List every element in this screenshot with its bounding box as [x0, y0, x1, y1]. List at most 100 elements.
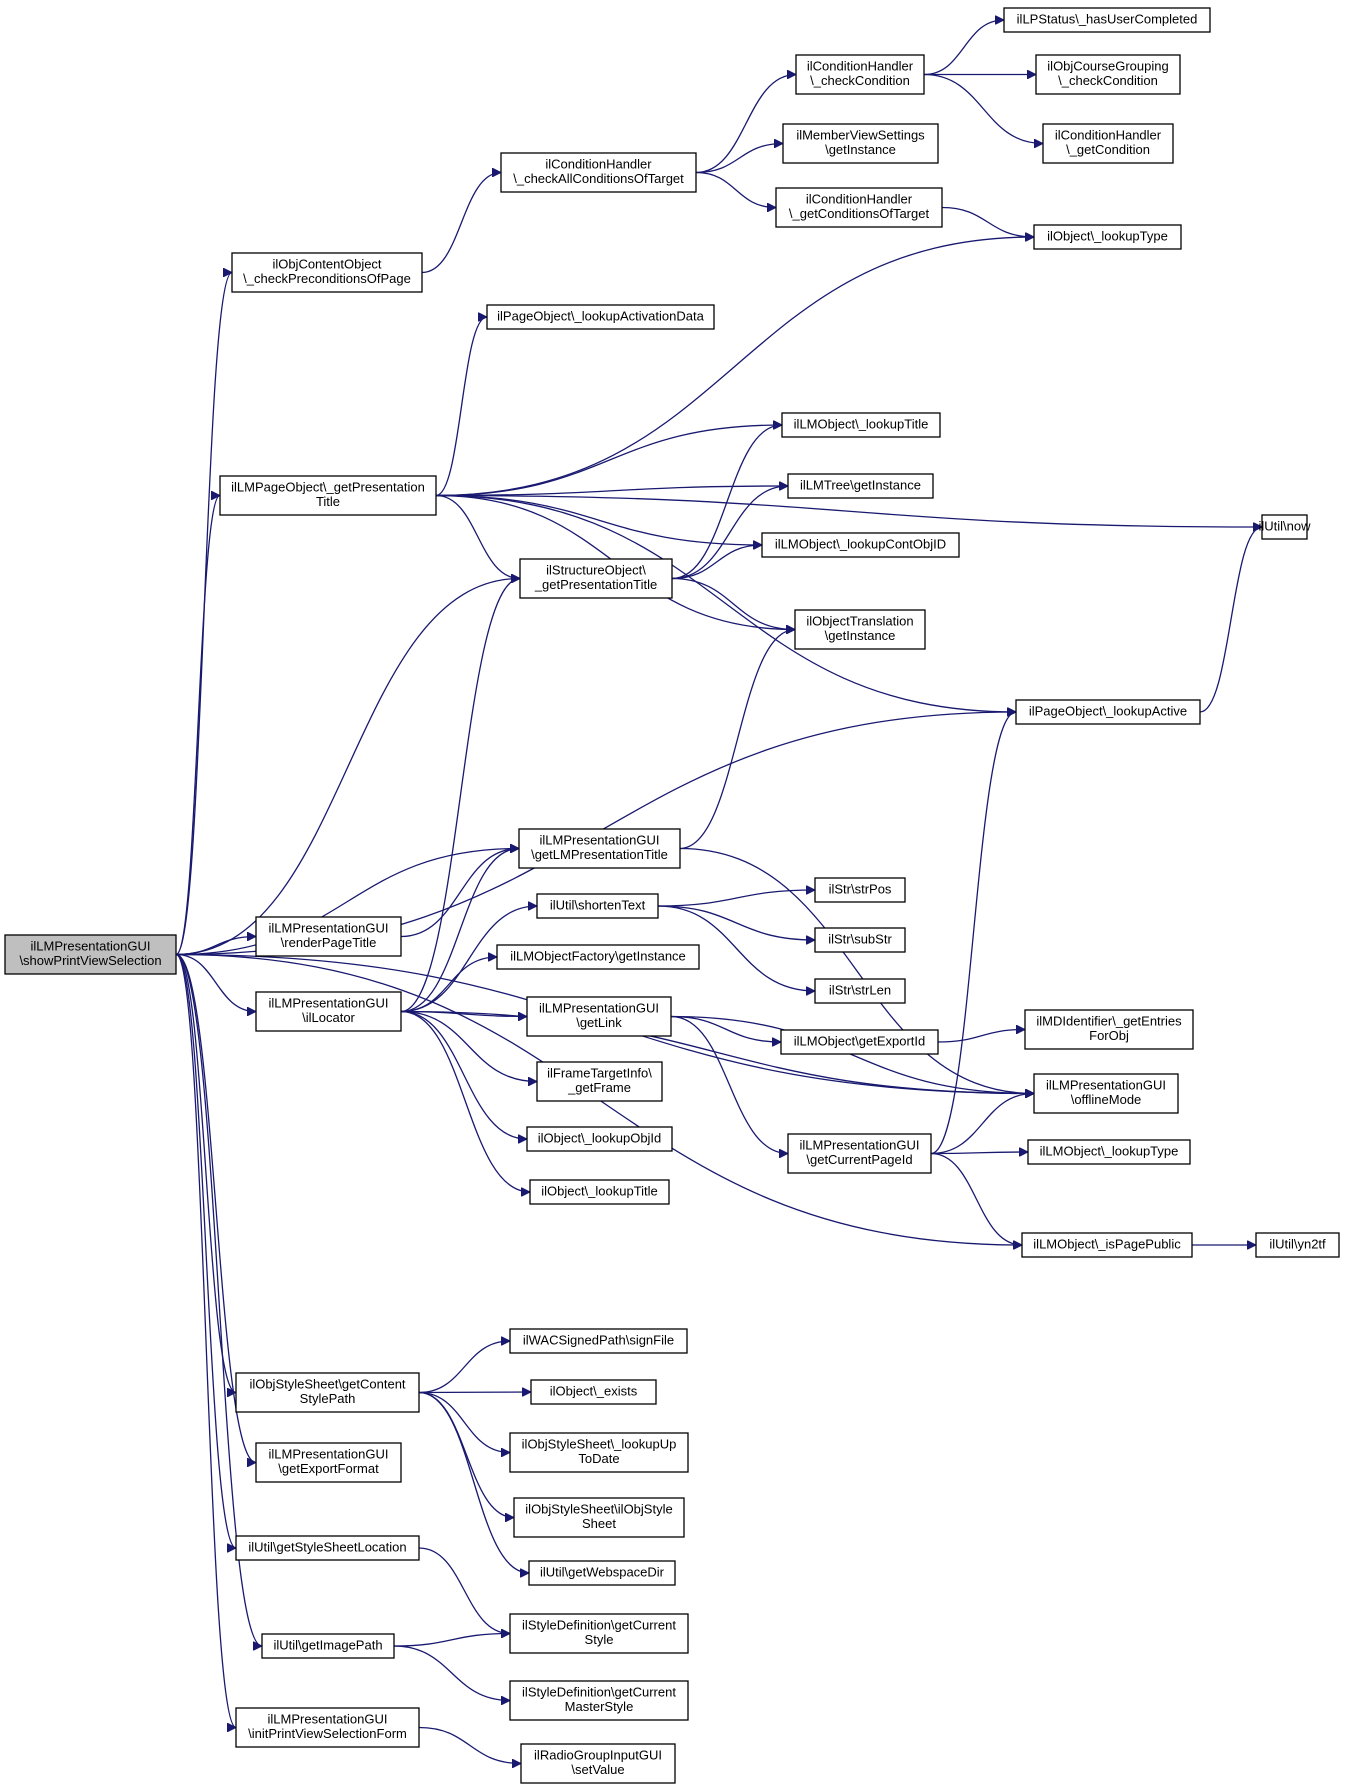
node-signFile[interactable]: ilWACSignedPath\signFile: [509, 1328, 688, 1354]
node-lmLookupTitle[interactable]: ilLMObject\_lookupTitle: [781, 412, 941, 438]
node-ilLocator[interactable]: ilLMPresentationGUI\ilLocator: [255, 991, 402, 1032]
node-box: [235, 1535, 420, 1561]
node-getLMPresTitle[interactable]: ilLMPresentationGUI\getLMPresentationTit…: [518, 828, 681, 869]
node-subStr[interactable]: ilStr\subStr: [814, 927, 906, 953]
node-root[interactable]: ilLMPresentationGUI\showPrintViewSelecti…: [4, 934, 177, 975]
edge-ilLocator-to-objFactory: [400, 957, 497, 1013]
edge-pageGetPresTitle-to-lmLookupTitle: [435, 425, 782, 497]
edge-root-to-structGetPresTitle: [175, 579, 520, 956]
node-label-line: ilUtil\yn2tf: [1269, 1236, 1326, 1251]
node-label-line: ilStr\strPos: [829, 881, 892, 896]
node-label-line: ilLMPresentationGUI: [540, 833, 660, 848]
node-label-line: ForObj: [1089, 1028, 1129, 1043]
edge-getImagePath-to-currentStyle: [393, 1634, 510, 1647]
node-label-line: \setValue: [571, 1762, 624, 1777]
node-label-line: ilLMPresentationGUI: [31, 939, 151, 954]
node-label-line: \getInstance: [825, 142, 896, 157]
node-getExportFormat[interactable]: ilLMPresentationGUI\getExportFormat: [255, 1442, 402, 1483]
node-pageGetPresTitle[interactable]: ilLMPageObject\_getPresentationTitle: [219, 475, 437, 516]
edge-shortenText-to-strPos: [657, 890, 815, 907]
node-strPos[interactable]: ilStr\strPos: [814, 877, 906, 903]
node-label-line: ilObjStyleSheet\getContent: [249, 1377, 405, 1392]
node-strLen[interactable]: ilStr\strLen: [814, 978, 906, 1004]
node-webspaceDir[interactable]: ilUtil\getWebspaceDir: [528, 1560, 676, 1586]
node-getImagePath[interactable]: ilUtil\getImagePath: [261, 1633, 395, 1659]
node-getStyleSheetLoc[interactable]: ilUtil\getStyleSheetLocation: [235, 1535, 420, 1561]
node-box: [509, 1432, 689, 1473]
node-shortenText[interactable]: ilUtil\shortenText: [536, 893, 659, 919]
node-offlineMode[interactable]: ilLMPresentationGUI\offlineMode: [1033, 1073, 1179, 1114]
edge-pageGetPresTitle-to-objLookupType: [435, 237, 1034, 497]
node-box: [787, 1133, 932, 1174]
node-renderPageTitle[interactable]: ilLMPresentationGUI\renderPageTitle: [255, 916, 402, 957]
node-getExportId[interactable]: ilLMObject\getExportId: [780, 1029, 939, 1055]
node-label-line: \getCurrentPageId: [806, 1152, 912, 1167]
node-box: [526, 996, 672, 1037]
node-objLookupTitle[interactable]: ilObject\_lookupTitle: [529, 1179, 670, 1205]
node-lmTreeInstance[interactable]: ilLMTree\getInstance: [787, 473, 934, 499]
node-box: [518, 828, 681, 869]
node-getCondition[interactable]: ilConditionHandler\_getCondition: [1042, 123, 1174, 164]
node-box: [513, 1497, 685, 1538]
node-label-line: ilLMObjectFactory\getInstance: [510, 948, 686, 963]
node-box: [530, 1379, 657, 1405]
edge-pageGetPresTitle-to-lookupContObjID: [435, 494, 762, 546]
node-box: [486, 304, 715, 330]
edge-getLMPresTitle-to-offlineMode: [679, 847, 1034, 1094]
node-lookupObjId[interactable]: ilObject\_lookupObjId: [526, 1126, 673, 1152]
node-lookupActivation[interactable]: ilPageObject\_lookupActivationData: [486, 304, 715, 330]
edge-checkPrecond-to-checkAllCond: [421, 173, 501, 274]
node-box: [1033, 224, 1182, 250]
node-yn2tf[interactable]: ilUtil\yn2tf: [1255, 1232, 1340, 1258]
node-box: [795, 54, 925, 95]
node-label-line: \getExportFormat: [278, 1461, 379, 1476]
node-box: [4, 934, 177, 975]
node-lmLookupType[interactable]: ilLMObject\_lookupType: [1027, 1139, 1191, 1165]
edge-checkAllCond-to-getCondOfTarget: [695, 171, 776, 208]
node-lookupActive[interactable]: ilPageObject\_lookupActive: [1015, 699, 1201, 725]
node-label-line: ilObjCourseGrouping: [1047, 59, 1168, 74]
edge-pageGetPresTitle-to-lookupActivation: [435, 317, 488, 497]
node-getLink[interactable]: ilLMPresentationGUI\getLink: [526, 996, 672, 1037]
edge-getCurrentPageId-to-lmLookupType: [930, 1152, 1028, 1154]
node-box: [814, 927, 906, 953]
node-label-line: ilUtil\getImagePath: [273, 1637, 382, 1652]
node-getCondOfTarget[interactable]: ilConditionHandler\_getConditionsOfTarge…: [775, 187, 943, 228]
node-objFactory[interactable]: ilLMObjectFactory\getInstance: [496, 944, 700, 970]
node-radioSetValue[interactable]: ilRadioGroupInputGUI\setValue: [520, 1743, 676, 1784]
node-courseGrouping[interactable]: ilObjCourseGrouping\_checkCondition: [1035, 54, 1181, 95]
node-label-line: \ilLocator: [302, 1010, 355, 1025]
node-utilNow[interactable]: ilUtil\now: [1258, 514, 1311, 540]
node-objExists[interactable]: ilObject\_exists: [530, 1379, 657, 1405]
edge-root-to-getStyleSheetLoc: [175, 953, 237, 1549]
node-initPrintForm[interactable]: ilLMPresentationGUI\initPrintViewSelecti…: [235, 1707, 420, 1748]
node-box: [814, 978, 906, 1004]
node-getCurrentPageId[interactable]: ilLMPresentationGUI\getCurrentPageId: [787, 1133, 932, 1174]
node-ilObjStyleSheet[interactable]: ilObjStyleSheet\ilObjStyleSheet: [513, 1497, 685, 1538]
node-isPagePublic[interactable]: ilLMObject\_isPagePublic: [1021, 1232, 1193, 1258]
node-box: [528, 1560, 676, 1586]
node-objTranslation[interactable]: ilObjectTranslation\getInstance: [794, 609, 926, 650]
node-hasUserCompleted[interactable]: ilLPStatus\_hasUserCompleted: [1003, 7, 1211, 33]
node-objLookupType[interactable]: ilObject\_lookupType: [1033, 224, 1182, 250]
node-structGetPresTitle[interactable]: ilStructureObject\_getPresentationTitle: [519, 558, 673, 599]
node-frameTarget[interactable]: ilFrameTargetInfo\_getFrame: [536, 1061, 663, 1102]
node-lookupContObjID[interactable]: ilLMObject\_lookupContObjID: [761, 532, 960, 558]
node-memberView[interactable]: ilMemberViewSettings\getInstance: [782, 123, 939, 164]
edge-checkAllCond-to-memberView: [695, 144, 783, 174]
edge-getContentStylePath-to-ilObjStyleSheet: [418, 1391, 514, 1518]
edge-getLink-to-getCurrentPageId: [670, 1015, 788, 1154]
node-box: [781, 412, 941, 438]
node-checkAllCond[interactable]: ilConditionHandler\_checkAllConditionsOf…: [500, 152, 697, 193]
node-label-line: ilUtil\now: [1258, 518, 1311, 533]
node-checkPrecond[interactable]: ilObjContentObject\_checkPreconditionsOf…: [231, 252, 423, 293]
node-label-line: \renderPageTitle: [281, 935, 377, 950]
node-box: [1015, 699, 1201, 725]
node-checkCondition[interactable]: ilConditionHandler\_checkCondition: [795, 54, 925, 95]
